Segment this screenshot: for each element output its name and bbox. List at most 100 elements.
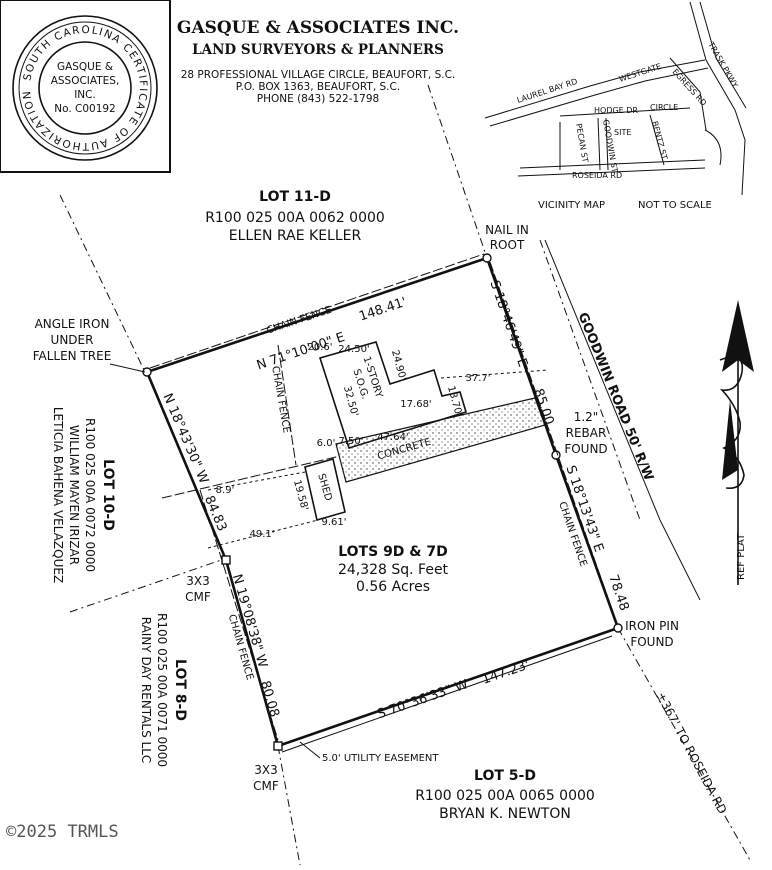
company-phone: PHONE (843) 522-1798 xyxy=(257,93,379,105)
seal-line-3: INC. xyxy=(74,89,96,101)
vm-label-laurel-bay: LAUREL BAY RD xyxy=(516,77,579,105)
lot-11d-parcel: R100 025 00A 0062 0000 xyxy=(205,210,385,226)
fence-west xyxy=(199,489,279,741)
shed-footprint xyxy=(304,457,346,522)
nail-root-marker xyxy=(482,253,492,263)
vm-goodwin-street-edge xyxy=(605,117,609,171)
dim-19-58: 19.58' xyxy=(291,479,310,512)
vm-caption: VICINITY MAP xyxy=(538,200,605,211)
dim-20-6: 20.6' xyxy=(307,342,332,353)
goodwin-road-edge-south xyxy=(659,519,701,601)
vm-label-egress: EGRESS RD xyxy=(671,67,709,107)
adjoiner-line-n xyxy=(427,84,488,259)
utility-easement-line xyxy=(281,635,613,753)
dim-49-1: 49.1' xyxy=(249,529,274,540)
dim-8-9-line xyxy=(207,471,306,491)
vm-roseida-road-edge xyxy=(517,167,706,177)
vm-label-site: SITE xyxy=(614,128,631,137)
lot-10d-group: LOT 10-D R100 025 00A 0072 0000 WILLIAM … xyxy=(51,407,116,583)
vm-laurel-bay-road xyxy=(484,59,706,119)
angle-iron-leader xyxy=(109,363,146,373)
company-subtitle: LAND SURVEYORS & PLANNERS xyxy=(192,42,444,58)
seal-outer-ring-inner xyxy=(18,21,152,155)
dim-49-1-line xyxy=(207,519,319,549)
vicinity-map: LAUREL BAY RD WESTGATE EGRESS RD TRASK P… xyxy=(484,1,747,211)
iron-pin-label-1: IRON PIN xyxy=(625,619,679,633)
seal-outer-ring xyxy=(12,15,158,161)
lot-11d-name: LOT 11-D xyxy=(259,189,331,205)
lot-8d-group: LOT 8-D R100 025 00A 0071 0000 RAINY DAY… xyxy=(139,613,188,767)
vm-trask-parkway-edge xyxy=(699,1,747,109)
dim-24-50: 24.50' xyxy=(338,344,369,355)
north-arrow-flourish xyxy=(719,356,745,490)
roseida-tie-line xyxy=(617,627,751,861)
lot-labels: LOT 11-D R100 025 00A 0062 0000 ELLEN RA… xyxy=(51,189,595,822)
boundary-east-lower xyxy=(554,454,620,629)
vm-laurel-bay-road-edge xyxy=(489,67,709,127)
bearing-south: S 70°36'33" W xyxy=(375,677,470,722)
cmf-bottom-marker xyxy=(273,741,283,751)
vm-label-circle: CIRCLE xyxy=(650,103,678,112)
dim-13-70: 13.70' xyxy=(445,385,464,418)
goodwin-road-edge xyxy=(544,239,661,521)
angle-iron-label-1: ANGLE IRON xyxy=(35,317,110,331)
vm-trask-parkway xyxy=(689,1,746,196)
goodwin-road-label: GOODWIN ROAD 50' R/W xyxy=(575,310,656,482)
boundary-south xyxy=(277,626,619,748)
ref-plat-label: REF PLAT xyxy=(736,533,747,580)
fence-east xyxy=(489,261,616,619)
bearing-east-upper: S 18°46'49" E xyxy=(486,279,530,369)
iron-pin-marker xyxy=(613,623,623,633)
road-labels: GOODWIN ROAD 50' R/W ±367' TO ROSEIDA RD xyxy=(575,310,730,816)
lot-5d-name: LOT 5-D xyxy=(474,768,536,784)
seal-line-2: ASSOCIATES, xyxy=(51,75,120,87)
dim-47-64: 47.64' xyxy=(377,432,408,443)
lot-10d-owner-1: WILLIAM MAYEN IRIZAR xyxy=(67,425,81,565)
copyright-watermark: ©2025 TRMLS xyxy=(6,822,119,842)
adjoiner-lines xyxy=(59,84,751,866)
north-arrow-body xyxy=(722,400,738,480)
monument-labels: NAIL IN ROOT ANGLE IRON UNDER FALLEN TRE… xyxy=(33,223,679,793)
subject-lot-name: LOTS 9D & 7D xyxy=(338,544,448,560)
angle-iron-label-3: FALLEN TREE xyxy=(33,349,112,363)
shed-label: SHED xyxy=(315,472,333,502)
vm-label-pecan: PECAN ST xyxy=(574,123,590,164)
chain-fence-north-label: CHAIN FENCE xyxy=(265,305,333,337)
rebar-label-3: FOUND xyxy=(564,442,607,456)
dim-6-0: 6.0' xyxy=(317,438,336,449)
cmf-top-marker xyxy=(221,555,231,565)
lot-11d-owner: ELLEN RAE KELLER xyxy=(229,228,362,244)
vm-bentz-street xyxy=(649,114,665,166)
vm-goodwin-street xyxy=(597,117,601,171)
boundary-west-upper xyxy=(145,371,228,561)
vm-label-bentz: BENTZ ST xyxy=(650,120,669,160)
company-name: GASQUE & ASSOCIATES INC. xyxy=(177,18,459,38)
subject-area-sqft: 24,328 Sq. Feet xyxy=(338,562,449,578)
dist-south: 147.23' xyxy=(480,658,531,688)
lot-10d-parcel: R100 025 00A 0072 0000 xyxy=(83,418,97,572)
property-boundary xyxy=(145,256,620,753)
lot-5d-parcel: R100 025 00A 0065 0000 xyxy=(415,788,595,804)
seal-line-1: GASQUE & xyxy=(57,61,113,73)
improvements xyxy=(207,341,549,549)
roseida-tie-label: ±367' TO ROSEIDA RD xyxy=(653,690,729,817)
lot-10d-owner-2: LETICIA BAHENA VELAZQUEZ xyxy=(51,407,65,583)
rebar-label-2: REBAR xyxy=(566,426,607,440)
vm-label-roseida: ROSEIDA RD xyxy=(572,171,622,180)
nail-root-label-1: NAIL IN xyxy=(485,223,529,237)
dim-37-7-line xyxy=(440,369,549,379)
vm-circle-arc xyxy=(704,129,722,166)
vm-hodge-drive xyxy=(559,107,691,117)
rebar-label-1: 1.2" xyxy=(574,410,599,424)
surveyor-header: GASQUE & ASSOCIATES INC. LAND SURVEYORS … xyxy=(177,18,459,105)
dim-37-7: 37.7' xyxy=(465,373,490,384)
chain-fences xyxy=(149,253,616,741)
dim-24-90: 24.90' xyxy=(389,349,408,382)
fence-shed-line xyxy=(161,455,341,499)
subject-area-acres: 0.56 Acres xyxy=(356,579,430,595)
nail-root-label-2: ROOT xyxy=(490,238,525,252)
iron-pin-label-2: FOUND xyxy=(630,635,673,649)
adjoiner-line-nw xyxy=(59,194,146,373)
vm-label-trask: TRASK PKWY xyxy=(706,40,740,90)
